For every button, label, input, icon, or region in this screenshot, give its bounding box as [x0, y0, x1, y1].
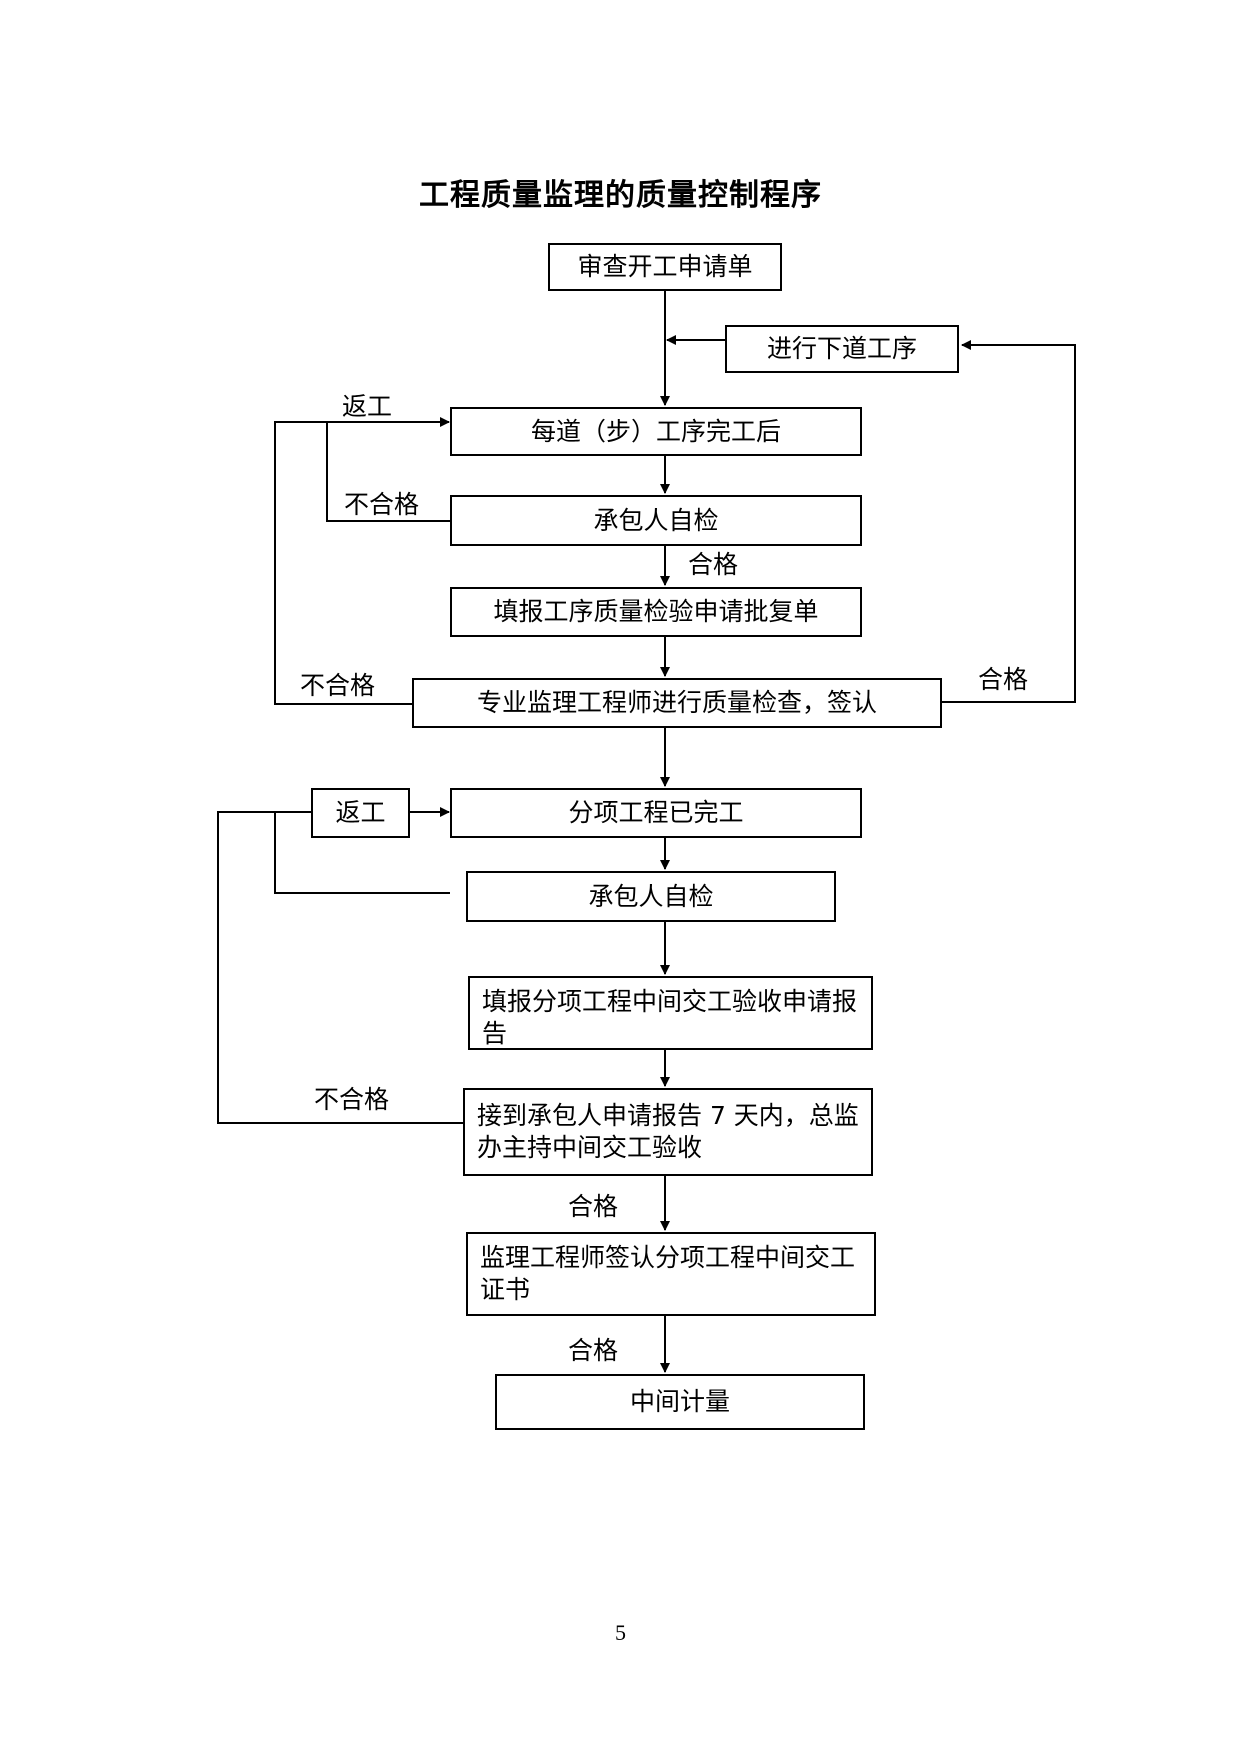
- node-engineer-inspection: 专业监理工程师进行质量检查，签认: [412, 678, 942, 728]
- node-fill-inspection-form: 填报工序质量检验申请批复单: [450, 587, 862, 637]
- loop-pass-to-next-process: [942, 340, 1076, 703]
- node-chief-acceptance: 接到承包人申请报告 7 天内，总监办主持中间交工验收: [463, 1088, 873, 1176]
- node-review-application: 审查开工申请单: [548, 243, 782, 291]
- label-pass-selfcheck: 合格: [688, 550, 739, 579]
- label-fail-acceptance: 不合格: [314, 1085, 390, 1114]
- node-interim-measurement: 中间计量: [495, 1374, 865, 1430]
- node-self-check-1: 承包人自检: [450, 495, 862, 546]
- node-next-process: 进行下道工序: [725, 325, 959, 373]
- node-process-complete: 每道（步）工序完工后: [450, 407, 862, 456]
- node-engineer-certificate: 监理工程师签认分项工程中间交工证书: [466, 1232, 876, 1316]
- label-rework: 返工: [342, 392, 393, 421]
- loop-selfcheck2-fail: [274, 812, 450, 894]
- loop-acceptance-fail: [217, 811, 463, 1124]
- node-self-check-2: 承包人自检: [466, 871, 836, 922]
- label-fail-inspection: 不合格: [300, 671, 376, 700]
- label-pass-certificate: 合格: [568, 1336, 619, 1365]
- page-number: 5: [615, 1620, 626, 1645]
- label-fail-selfcheck: 不合格: [344, 490, 420, 519]
- page-title: 工程质量监理的质量控制程序: [419, 178, 822, 213]
- loop-selfcheck-fail: [326, 422, 450, 522]
- node-fill-handover-report: 填报分项工程中间交工验收申请报告: [468, 976, 873, 1050]
- label-pass-acceptance: 合格: [568, 1192, 619, 1221]
- label-pass-inspection: 合格: [978, 665, 1029, 694]
- node-rework: 返工: [311, 788, 410, 838]
- loop-inspection-fail: [274, 417, 450, 705]
- node-sub-project-complete: 分项工程已完工: [450, 788, 862, 838]
